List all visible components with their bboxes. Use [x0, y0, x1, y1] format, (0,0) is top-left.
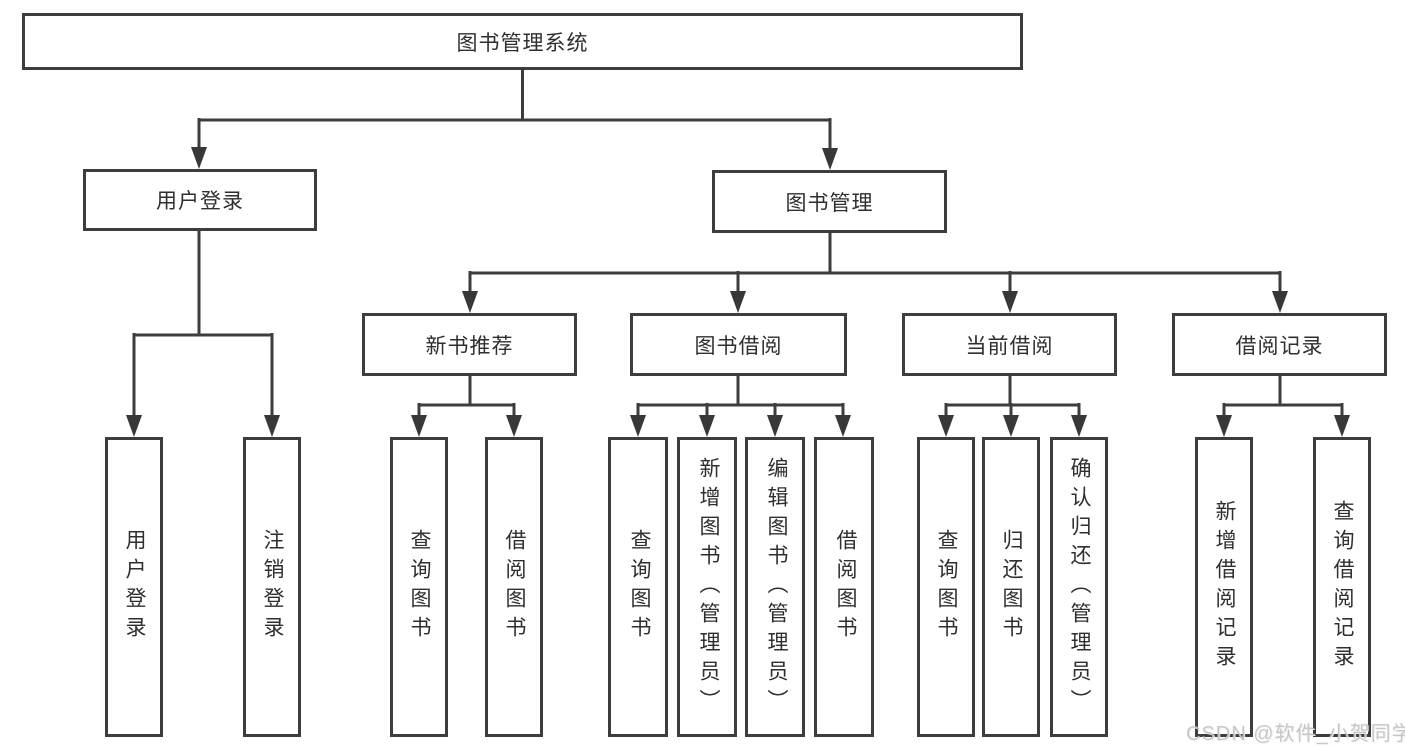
- node-book-management: 图书管理: [712, 170, 947, 233]
- leaf-add-borrow-record: 新增借阅记录: [1195, 437, 1253, 737]
- leaf-query-books-current: 查询图书: [917, 437, 975, 737]
- node-book-borrowing: 图书借阅: [630, 313, 847, 376]
- node-root-system: 图书管理系统: [22, 13, 1023, 70]
- leaf-confirm-return-admin: 确认归还（管理员）: [1050, 437, 1108, 737]
- leaf-user-login: 用户登录: [105, 437, 163, 737]
- csdn-watermark: CSDN @软件_小贺同学: [1186, 723, 1405, 745]
- leaf-query-books-recommend: 查询图书: [390, 437, 448, 737]
- leaf-borrow-books: 借阅图书: [814, 437, 874, 737]
- leaf-edit-book-admin: 编辑图书（管理员）: [745, 437, 805, 737]
- node-user-login: 用户登录: [83, 169, 317, 231]
- leaf-return-books: 归还图书: [982, 437, 1040, 737]
- leaf-add-book-admin: 新增图书（管理员）: [677, 437, 737, 737]
- node-borrowing-records: 借阅记录: [1172, 313, 1387, 376]
- leaf-query-borrow-record: 查询借阅记录: [1313, 437, 1371, 737]
- leaf-query-books-borrow: 查询图书: [608, 437, 668, 737]
- leaf-logout: 注销登录: [243, 437, 301, 737]
- node-current-borrowing: 当前借阅: [902, 313, 1117, 376]
- leaf-borrow-books-recommend: 借阅图书: [485, 437, 543, 737]
- node-new-book-recommend: 新书推荐: [362, 313, 577, 376]
